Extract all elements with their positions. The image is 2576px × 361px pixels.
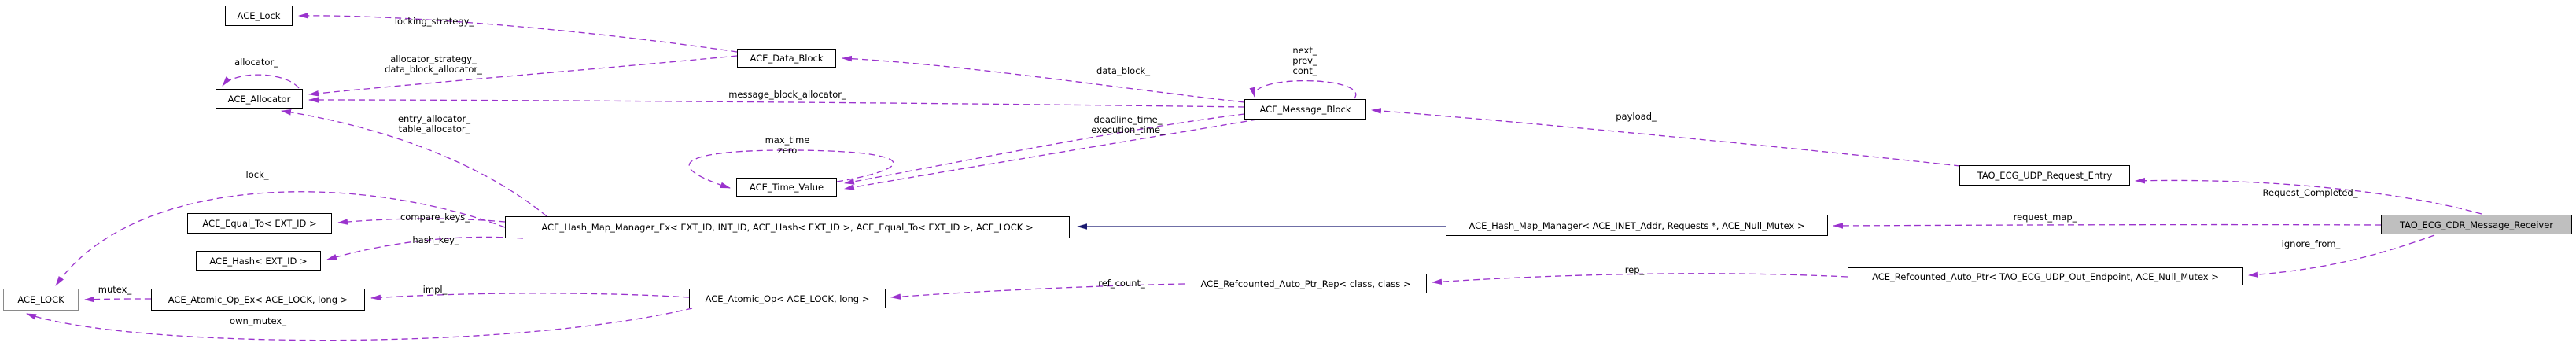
edge-label-ref-count: ref_count_ bbox=[1098, 278, 1145, 289]
edge-label-allocator: allocator_ bbox=[234, 57, 278, 68]
edge-label-own-mutex: own_mutex_ bbox=[230, 315, 286, 326]
edge-label-max-time: max_time bbox=[765, 134, 810, 146]
edge-ignore-from bbox=[2248, 234, 2435, 278]
edge-payload bbox=[1371, 108, 1961, 167]
edge-entry-table-allocator bbox=[281, 109, 547, 217]
edge-label-impl: impl_ bbox=[422, 284, 448, 295]
node-ace-hash-map-manager[interactable]: ACE_Hash_Map_Manager< ACE_INET_Addr, Req… bbox=[1446, 215, 1828, 236]
edge-compare-keys bbox=[337, 218, 506, 225]
node-tao-ecg-cdr-message-receiver: TAO_ECG_CDR_Message_Receiver bbox=[2381, 215, 2572, 234]
edge-label-execution-time: execution_time_ bbox=[1091, 124, 1165, 135]
edge-label-payload: payload_ bbox=[1616, 111, 1657, 122]
edge-message-block-self-loop bbox=[1249, 79, 1357, 99]
edge-request-map bbox=[1833, 223, 2382, 229]
edge-label-data-block-allocator: data_block_allocator_ bbox=[385, 64, 482, 75]
edge-label-allocator-strategy: allocator_strategy_ bbox=[390, 53, 477, 64]
edge-data-block bbox=[842, 55, 1245, 103]
edge-allocator-strategy bbox=[308, 55, 738, 97]
edge-label-request-completed: Request_Completed_ bbox=[2262, 187, 2358, 198]
edge-label-prev: prev_ bbox=[1292, 55, 1317, 66]
node-ace-lock[interactable]: ACE_Lock bbox=[225, 6, 293, 26]
edge-time-value-self-loop bbox=[688, 149, 894, 189]
edge-label-rep: rep_ bbox=[1624, 264, 1645, 275]
node-ace-equal-to[interactable]: ACE_Equal_To< EXT_ID > bbox=[187, 213, 332, 234]
edge-own-mutex bbox=[26, 308, 693, 341]
edge-label-data-block: data_block_ bbox=[1096, 65, 1150, 76]
edge-label-hash-key: hash_key_ bbox=[412, 234, 459, 245]
edge-request-completed bbox=[2135, 177, 2482, 215]
node-ace-allocator[interactable]: ACE_Allocator bbox=[216, 89, 303, 109]
edge-label-cont: cont_ bbox=[1292, 65, 1317, 76]
node-ace-time-value[interactable]: ACE_Time_Value bbox=[736, 178, 837, 197]
edge-label-deadline-time: deadline_time_ bbox=[1093, 114, 1163, 125]
node-ace-message-block[interactable]: ACE_Message_Block bbox=[1244, 99, 1366, 120]
edge-label-lock: lock_ bbox=[245, 169, 269, 180]
edge-label-compare-keys: compare_keys_ bbox=[400, 212, 470, 223]
edge-label-mutex: mutex_ bbox=[98, 284, 132, 295]
node-ace-atomic-op[interactable]: ACE_Atomic_Op< ACE_LOCK, long > bbox=[689, 289, 886, 308]
edge-allocator-self-loop bbox=[222, 74, 300, 89]
node-ace-hash-map-manager-ex[interactable]: ACE_Hash_Map_Manager_Ex< EXT_ID, INT_ID,… bbox=[505, 216, 1070, 238]
edge-label-message-block-allocator: message_block_allocator_ bbox=[728, 89, 846, 100]
node-ace-refcounted-auto-ptr[interactable]: ACE_Refcounted_Auto_Ptr< TAO_ECG_UDP_Out… bbox=[1848, 267, 2243, 285]
edge-hash-key bbox=[326, 236, 524, 260]
edge-label-entry-allocator: entry_allocator_ bbox=[397, 113, 471, 124]
node-ace-refcounted-auto-ptr-rep[interactable]: ACE_Refcounted_Auto_Ptr_Rep< class, clas… bbox=[1185, 274, 1427, 293]
edge-label-locking-strategy: locking_strategy_ bbox=[394, 16, 474, 27]
edge-rep bbox=[1432, 273, 1848, 285]
edge-impl bbox=[370, 293, 690, 301]
edge-label-next: next_ bbox=[1292, 45, 1317, 56]
node-tao-ecg-udp-request-entry[interactable]: TAO_ECG_UDP_Request_Entry bbox=[1959, 165, 2130, 186]
node-ace-data-block[interactable]: ACE_Data_Block bbox=[737, 49, 836, 68]
node-ace-lock-template-param[interactable]: ACE_LOCK bbox=[3, 289, 79, 311]
edge-label-zero: zero bbox=[777, 145, 798, 156]
node-ace-atomic-op-ex[interactable]: ACE_Atomic_Op_Ex< ACE_LOCK, long > bbox=[151, 289, 365, 311]
edge-execution-time bbox=[844, 119, 1258, 190]
edge-lock bbox=[55, 191, 506, 286]
edge-deadline-time bbox=[844, 113, 1245, 185]
edge-locking-strategy bbox=[298, 13, 738, 53]
edge-ref-count bbox=[890, 283, 1185, 300]
node-ace-hash[interactable]: ACE_Hash< EXT_ID > bbox=[196, 251, 321, 271]
edge-mutex bbox=[84, 296, 152, 303]
edge-label-table-allocator: table_allocator_ bbox=[398, 123, 470, 134]
edge-label-ignore-from: ignore_from_ bbox=[2281, 238, 2341, 249]
edge-message-block-allocator bbox=[308, 97, 1245, 108]
edge-label-request-map: request_map_ bbox=[2013, 212, 2077, 223]
